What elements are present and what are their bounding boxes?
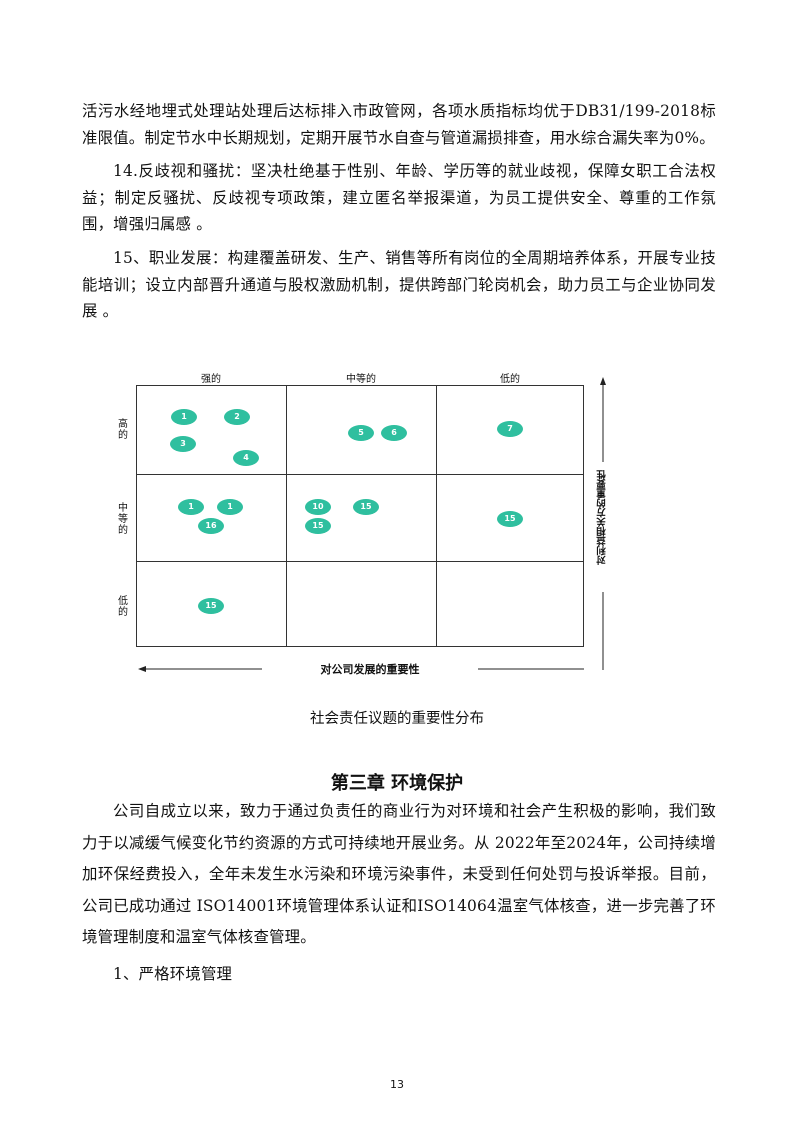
page-number: 13: [390, 1078, 404, 1091]
grid-divider: [137, 474, 583, 475]
issue-bubble-15: 15: [497, 511, 523, 527]
issue-bubble-7: 7: [497, 421, 523, 437]
grid-divider: [286, 386, 287, 646]
issue-bubble-15: 15: [353, 499, 379, 515]
paragraph-anti-discrimination: 14.反歧视和骚扰：坚决杜绝基于性别、年龄、学历等的就业歧视，保障女职工合法权益…: [82, 162, 716, 233]
issue-bubble-4: 4: [233, 450, 259, 466]
issue-bubble-1: 1: [178, 499, 204, 515]
paragraph-wastewater: 活污水经地埋式处理站处理后达标排入市政管网，各项水质指标均优于DB31/199-…: [82, 102, 716, 147]
grid-divider: [436, 386, 437, 646]
issue-bubble-6: 6: [381, 425, 407, 441]
chapter-heading: 第三章 环境保护: [330, 773, 464, 794]
issue-bubble-10: 10: [305, 499, 331, 515]
issue-bubble-5: 5: [348, 425, 374, 441]
issue-bubble-15: 15: [198, 598, 224, 614]
issue-bubble-1: 1: [171, 409, 197, 425]
grid-divider: [137, 561, 583, 562]
matrix-grid: [136, 385, 584, 647]
section-subheading: 1、严格环境管理: [113, 965, 233, 983]
issue-bubble-15: 15: [305, 518, 331, 534]
row-label-low: 低的: [118, 596, 128, 618]
x-axis-arrowhead: [138, 666, 146, 672]
column-label-strong: 强的: [201, 374, 221, 385]
row-label-high: 高的: [118, 419, 128, 441]
figure-caption: 社会责任议题的重要性分布: [310, 711, 484, 727]
paragraph-career-development: 15、职业发展：构建覆盖研发、生产、销售等所有岗位的全周期培养体系，开展专业技能…: [82, 249, 716, 320]
column-label-medium: 中等的: [346, 374, 376, 385]
paragraph-environment-intro: 公司自成立以来，致力于通过负责任的商业行为对环境和社会产生积极的影响，我们致力于…: [82, 802, 716, 946]
issue-bubble-1: 1: [217, 499, 243, 515]
row-label-medium: 中等的: [118, 503, 128, 536]
y-axis-arrowhead: [600, 377, 606, 385]
issue-bubble-2: 2: [224, 409, 250, 425]
issue-bubble-16: 16: [198, 518, 224, 534]
y-axis-title: 对利益相关方的重要性: [597, 470, 608, 565]
issue-bubble-3: 3: [170, 436, 196, 452]
column-label-low: 低的: [500, 374, 520, 385]
